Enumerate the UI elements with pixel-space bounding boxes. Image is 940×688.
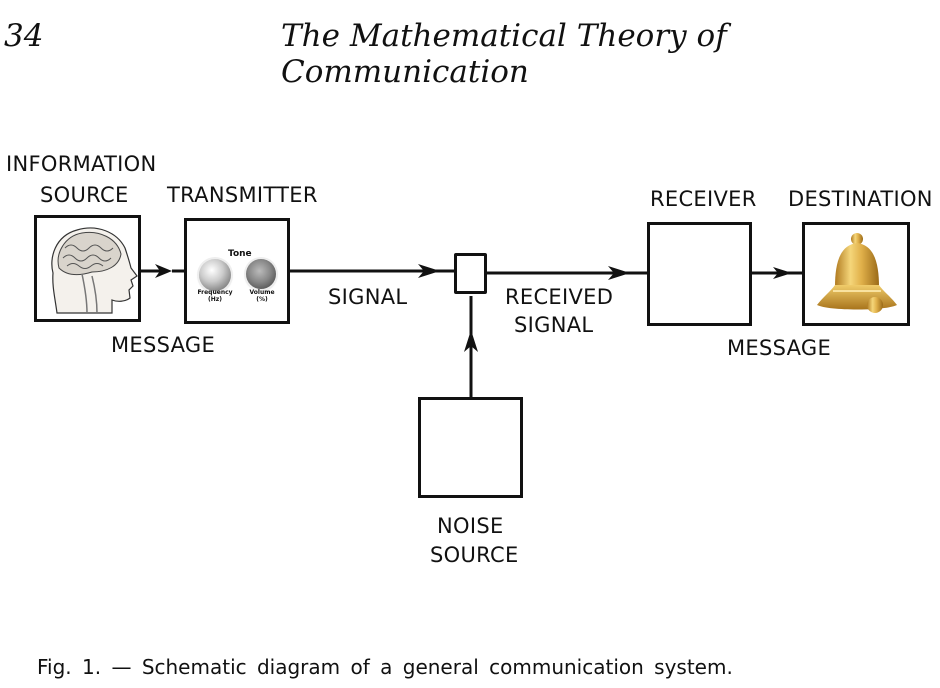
frequency-unit: (Hz) bbox=[208, 296, 222, 303]
destination-label: DESTINATION bbox=[788, 187, 933, 211]
message-label-left: MESSAGE bbox=[111, 333, 216, 357]
destination-box bbox=[802, 222, 910, 326]
receiver-label: RECEIVER bbox=[650, 187, 757, 211]
running-title: The Mathematical Theory of Communication bbox=[281, 18, 727, 90]
volume-unit: (%) bbox=[256, 296, 268, 303]
noise-junction-box bbox=[454, 253, 487, 294]
arrowhead-source bbox=[155, 264, 172, 278]
information-source-label-1: INFORMATION bbox=[6, 152, 157, 176]
arrowhead-signal bbox=[418, 264, 440, 278]
volume-label: Volume (%) bbox=[242, 289, 282, 303]
figure-caption: Fig. 1. — Schematic diagram of a general… bbox=[37, 655, 733, 679]
receiver-box bbox=[647, 222, 752, 326]
noise-source-box bbox=[418, 397, 523, 498]
arrowhead-noise bbox=[464, 330, 478, 352]
information-source-box bbox=[34, 215, 141, 322]
tone-title: Tone bbox=[228, 249, 252, 259]
page-number: 34 bbox=[4, 18, 44, 54]
volume-knob[interactable] bbox=[246, 259, 276, 289]
transmitter-box: Tone Frequency (Hz) Volume (%) bbox=[184, 218, 290, 324]
frequency-label-text: Frequency bbox=[197, 289, 233, 296]
signal-label: SIGNAL bbox=[328, 285, 408, 309]
noise-source-label-2: SOURCE bbox=[430, 543, 519, 567]
received-signal-label-2: SIGNAL bbox=[514, 313, 594, 337]
message-label-right: MESSAGE bbox=[727, 336, 832, 360]
frequency-label: Frequency (Hz) bbox=[195, 289, 235, 303]
arrowhead-received bbox=[608, 266, 630, 280]
frequency-knob[interactable] bbox=[199, 259, 231, 291]
brain-head-icon bbox=[51, 227, 138, 314]
noise-source-label-1: NOISE bbox=[437, 514, 504, 538]
information-source-label-2: SOURCE bbox=[40, 183, 129, 207]
received-signal-label-1: RECEIVED bbox=[505, 285, 614, 309]
bell-icon bbox=[817, 233, 897, 313]
transmitter-label: TRANSMITTER bbox=[167, 183, 318, 207]
arrowhead-destination bbox=[773, 267, 792, 279]
volume-label-text: Volume bbox=[249, 289, 275, 296]
